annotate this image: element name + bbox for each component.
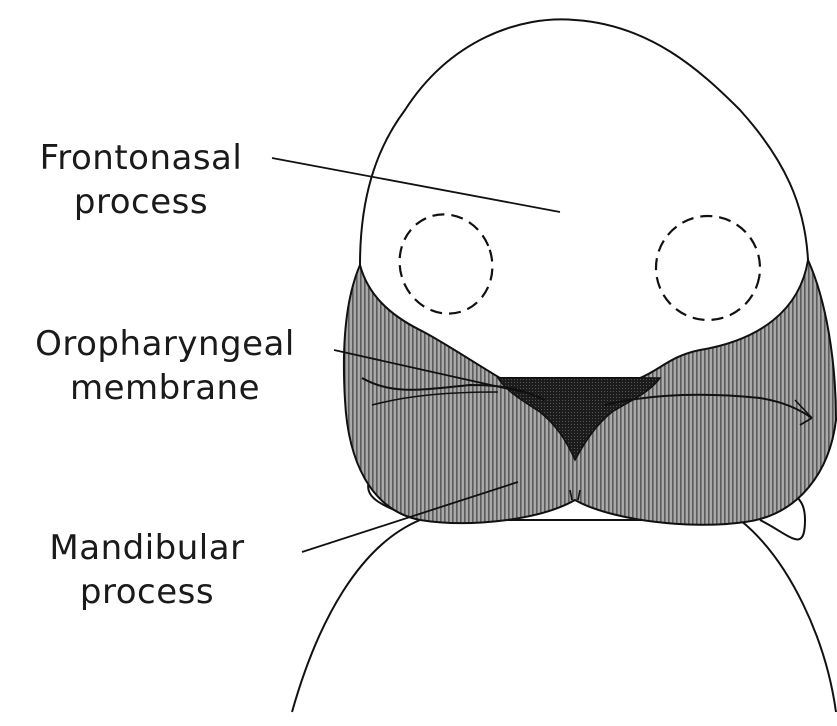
- frontonasal-process-shape: [360, 19, 808, 378]
- frontonasal-process-label: Frontonasal process: [14, 136, 268, 224]
- oropharyngeal-membrane-label: Oropharyngeal membrane: [0, 322, 330, 410]
- mandibular-process-label: Mandibular process: [20, 526, 274, 614]
- frontonasal-label-line1: Frontonasal: [14, 136, 268, 180]
- oropharyngeal-label-line2: membrane: [0, 366, 330, 410]
- frontonasal-label-line2: process: [14, 180, 268, 224]
- mandibular-label-line2: process: [20, 570, 274, 614]
- oropharyngeal-label-line1: Oropharyngeal: [0, 322, 330, 366]
- lower-body-outline: [292, 520, 836, 712]
- mandibular-label-line1: Mandibular: [20, 526, 274, 570]
